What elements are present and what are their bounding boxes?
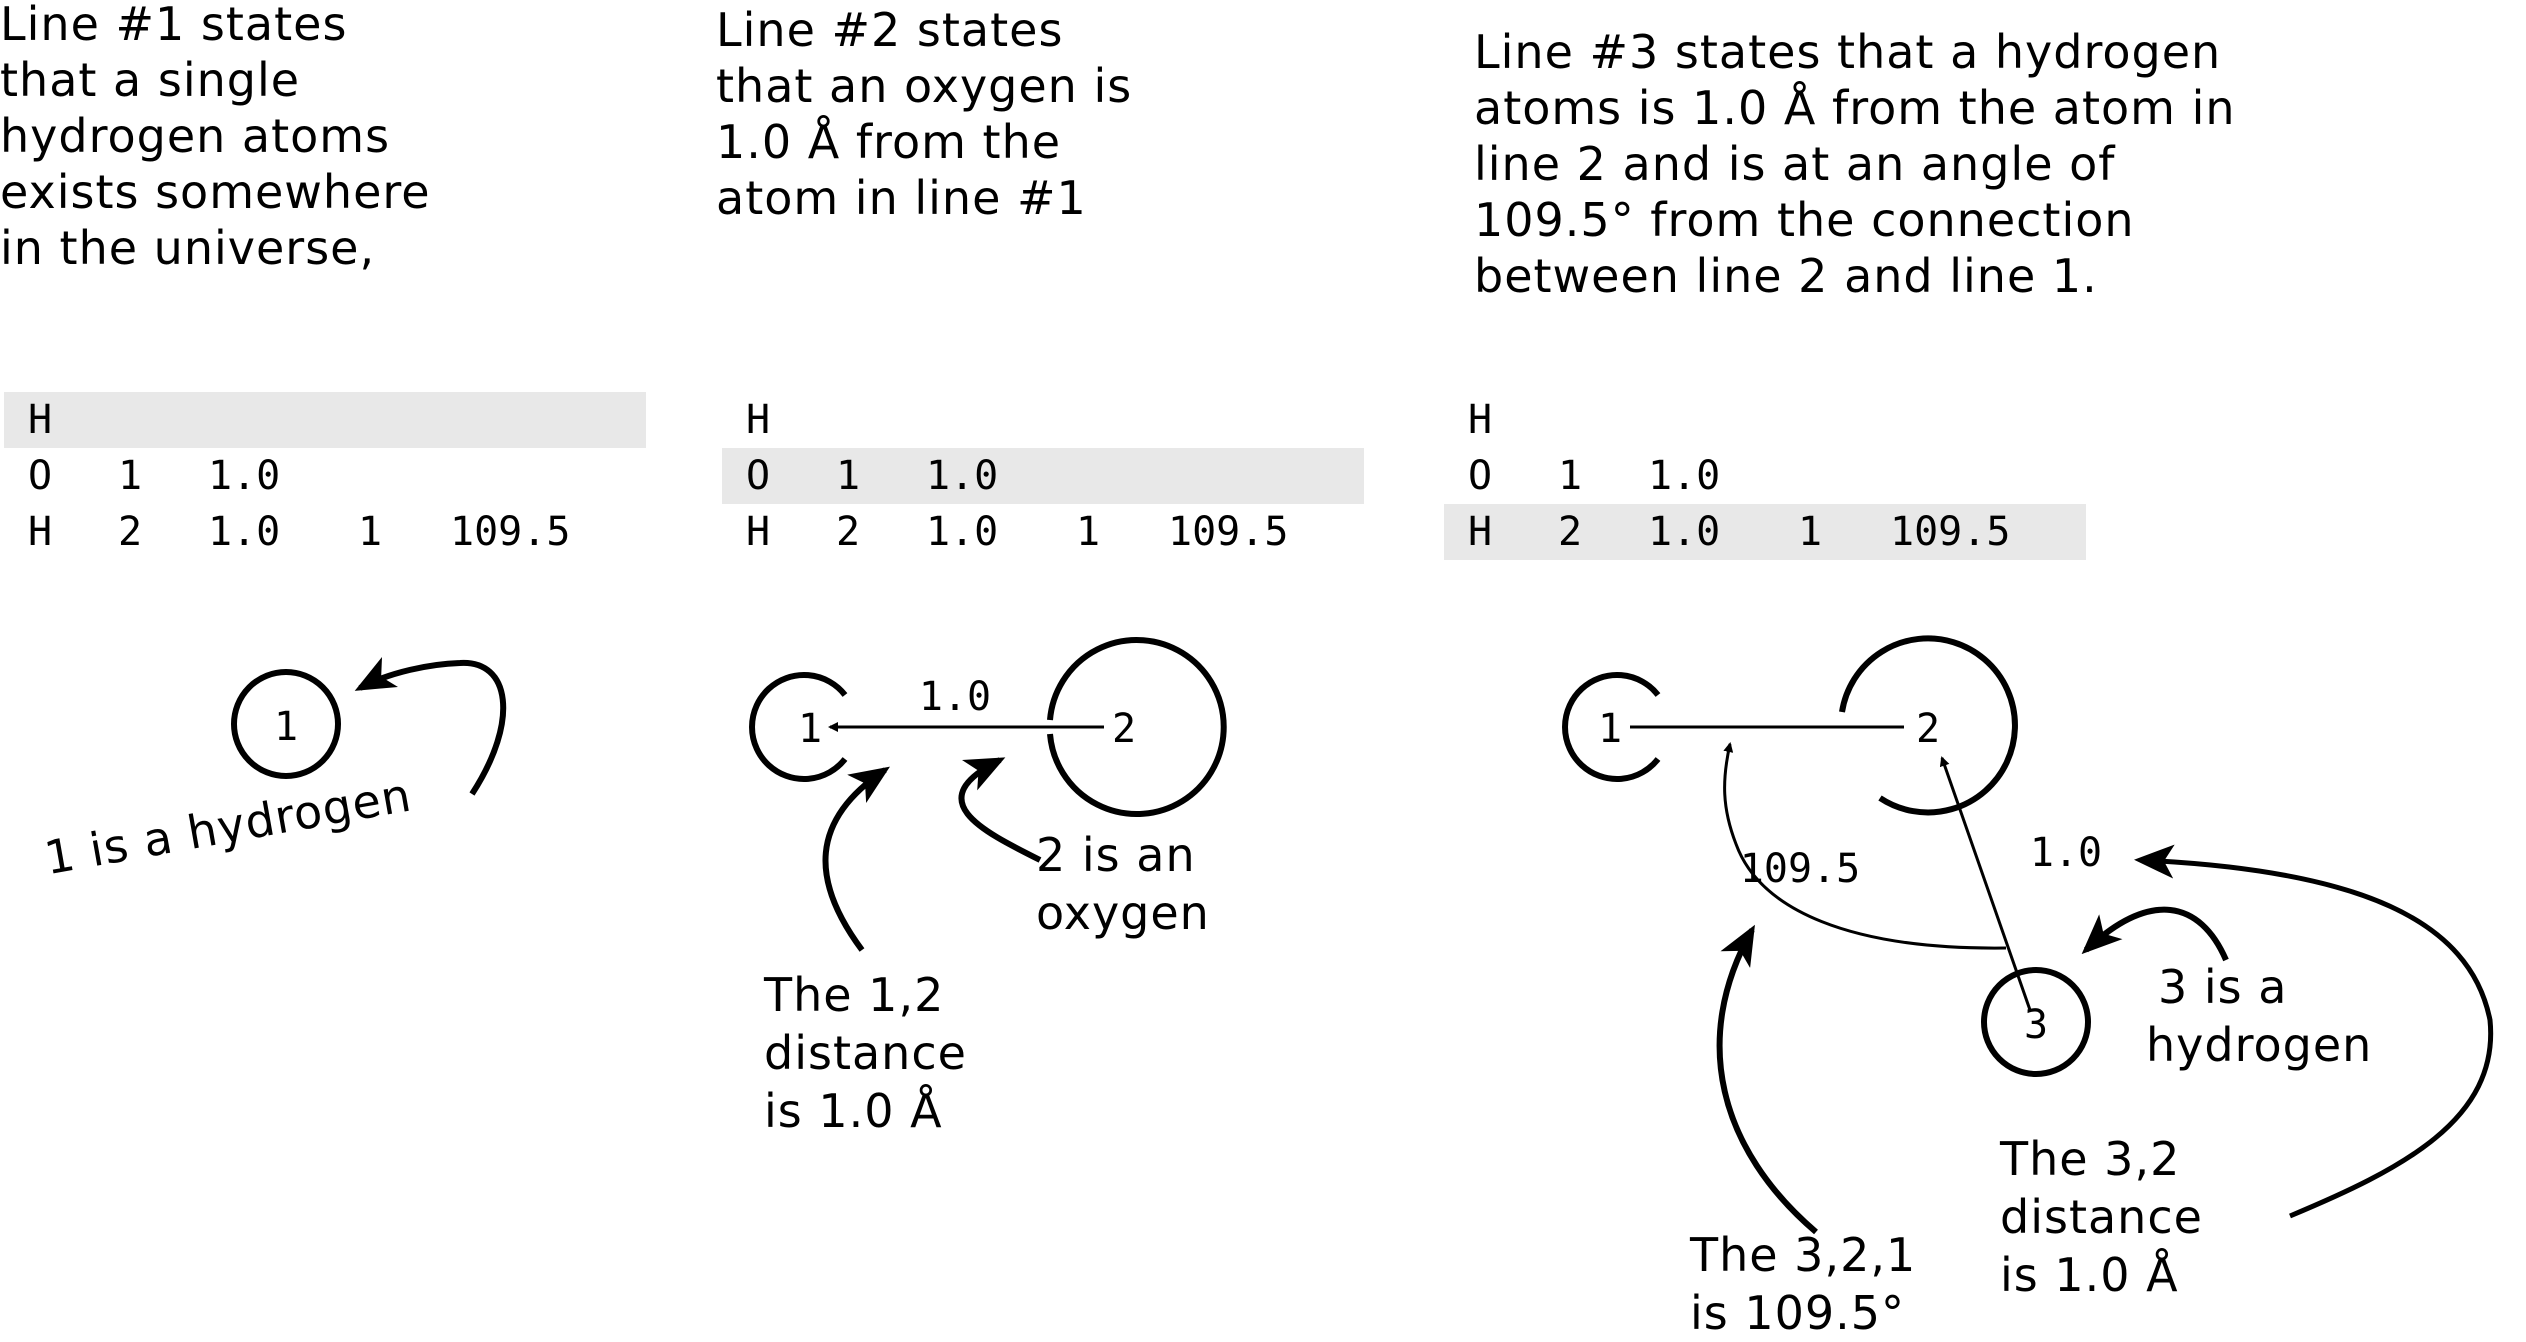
label-atom-3-hydrogen: 3 is a hydrogen	[2146, 958, 2372, 1074]
diagram-2: 1 2 1.0	[749, 637, 1227, 952]
zmatrix-row: H 2 1.0 1 109.5	[722, 504, 1364, 560]
zmatrix-row: O 1 1.0	[722, 448, 1364, 504]
zmatrix-cell: H	[746, 397, 771, 443]
caption-2-line: atom in line #1	[716, 171, 1087, 225]
caption-1-line: that a single	[0, 53, 301, 107]
zmatrix-cell: 109.5	[1168, 509, 1289, 555]
caption-3-line: 109.5° from the connection	[1474, 193, 2135, 247]
zmatrix-cell: 1	[118, 453, 143, 499]
label-line: 3 is a	[2158, 960, 2288, 1014]
atom-2-circle	[1839, 635, 2018, 816]
angle-label: 109.5	[1740, 846, 1860, 892]
label-line: The 3,2	[2000, 1132, 2181, 1186]
zmatrix-row: H 2 1.0 1 109.5	[1444, 504, 2086, 560]
label-line: distance	[764, 1026, 967, 1080]
caption-2-line: Line #2 states	[716, 3, 1064, 57]
label-line: oxygen	[1036, 886, 1210, 940]
caption-line-1: Line #1 states that a single hydrogen at…	[0, 0, 431, 276]
caption-1-line: Line #1 states	[0, 0, 348, 51]
atom-1-label: 1	[274, 704, 298, 750]
arrow-to-atom-2	[958, 757, 1042, 863]
zmatrix-cell: 1.0	[208, 453, 281, 499]
arrow-to-distance	[2134, 844, 2494, 1219]
caption-line-3: Line #3 states that a hydrogen atoms is …	[1474, 24, 2236, 304]
zmatrix-cell: O	[746, 453, 771, 499]
zmatrix-cell: 1.0	[926, 509, 999, 555]
zmatrix-row: O 1 1.0	[4, 448, 646, 504]
label-line: is 1.0 Å	[2000, 1248, 2179, 1302]
arrow-to-atom-1	[354, 657, 507, 796]
caption-1-line: exists somewhere	[0, 165, 431, 219]
zmatrix-cell: 1	[836, 453, 861, 499]
zmatrix-cell: 1.0	[1648, 453, 1721, 499]
zmatrix-cell: 1.0	[926, 453, 999, 499]
zmatrix-cell: 109.5	[1890, 509, 2011, 555]
zmatrix-cell: O	[1468, 453, 1493, 499]
label-line: is 109.5°	[1690, 1286, 1906, 1340]
zmatrix-row: H 2 1.0 1 109.5	[4, 504, 646, 560]
arrow-to-atom-3	[2081, 906, 2229, 962]
atom-1-circle	[231, 669, 341, 779]
zmatrix-row: O 1 1.0	[1444, 448, 2086, 504]
label-line: hydrogen	[2146, 1018, 2373, 1072]
zmatrix-cell: 1	[358, 509, 383, 555]
zmatrix-cell: H	[1468, 509, 1493, 555]
zmatrix-cell: 1.0	[1648, 509, 1721, 555]
zmatrix-cell: H	[28, 509, 53, 555]
zmatrix-cell: 2	[836, 509, 861, 555]
zmatrix-row: H	[4, 392, 646, 448]
arrow-to-angle	[1716, 924, 1818, 1235]
atom-2-label: 2	[1112, 706, 1136, 752]
zmatrix-cell: 109.5	[450, 509, 571, 555]
atom-1-circle	[749, 672, 848, 782]
zmatrix-cell: 1	[1076, 509, 1101, 555]
angle-arc	[1723, 742, 2007, 950]
caption-1-line: hydrogen atoms	[0, 109, 391, 163]
diagram-1: 1	[231, 657, 507, 796]
caption-1-line: in the universe,	[0, 221, 376, 275]
atom-1-circle	[1562, 672, 1661, 782]
label-line: The 3,2,1	[1690, 1228, 1917, 1282]
distance-label: 1.0	[2030, 830, 2102, 876]
zmatrix-cell: H	[1468, 397, 1493, 443]
atom-3-circle	[1981, 967, 2091, 1077]
atom-2-circle	[1047, 637, 1227, 817]
label-line: is 1.0 Å	[764, 1084, 943, 1138]
diagram-3: 1 2 3 109.5 1.0	[1562, 635, 2494, 1235]
arrow-to-bond	[822, 766, 890, 952]
label-distance-3-2: The 3,2 distance is 1.0 Å	[2000, 1130, 2203, 1304]
zmatrix-row: H	[722, 392, 1364, 448]
atom-2-label: 2	[1916, 706, 1940, 752]
zmatrix-cell: 1.0	[208, 509, 281, 555]
zmatrix-cell: 1	[1798, 509, 1823, 555]
label-line: distance	[2000, 1190, 2203, 1244]
zmatrix-cell: 2	[1558, 509, 1583, 555]
distance-label: 1.0	[919, 674, 991, 720]
zmatrix-cell: H	[28, 397, 53, 443]
zmatrix-row: H	[1444, 392, 2086, 448]
atom-3-label: 3	[2024, 1002, 2048, 1048]
label-atom-2-oxygen: 2 is an oxygen	[1036, 826, 1210, 942]
label-angle-3-2-1: The 3,2,1 is 109.5°	[1690, 1226, 1916, 1342]
label-distance-1-2: The 1,2 distance is 1.0 Å	[764, 966, 967, 1140]
caption-3-line: Line #3 states that a hydrogen	[1474, 25, 2222, 79]
zmatrix-cell: 1	[1558, 453, 1583, 499]
caption-3-line: line 2 and is at an angle of	[1474, 137, 2116, 191]
zmatrix-cell: 2	[118, 509, 143, 555]
caption-line-2: Line #2 states that an oxygen is 1.0 Å f…	[716, 2, 1132, 226]
caption-2-line: 1.0 Å from the	[716, 115, 1062, 169]
zmatrix-cell: H	[746, 509, 771, 555]
zmatrix-cell: O	[28, 453, 53, 499]
caption-2-line: that an oxygen is	[716, 59, 1133, 113]
label-line: 2 is an	[1036, 828, 1196, 882]
caption-3-line: atoms is 1.0 Å from the atom in	[1474, 81, 2236, 135]
bond-3-2-arrow	[1939, 756, 2032, 1011]
atom-1-label: 1	[798, 706, 822, 752]
label-line: The 1,2	[764, 968, 945, 1022]
atom-1-label: 1	[1598, 706, 1622, 752]
caption-3-line: between line 2 and line 1.	[1474, 249, 2098, 303]
